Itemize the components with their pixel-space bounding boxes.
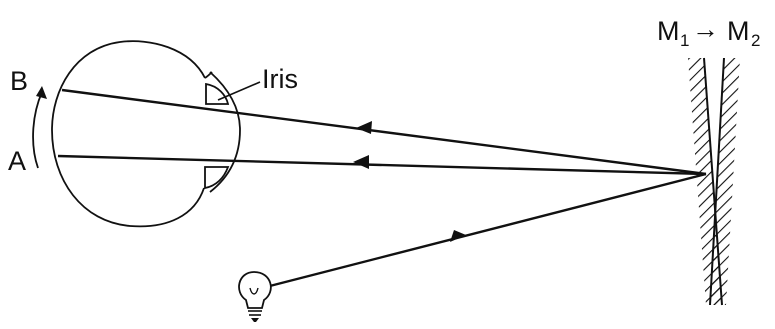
- ray-from-lamp: [261, 172, 707, 290]
- ray-arrow-icon: [353, 155, 369, 169]
- ray-to-a: [57, 154, 707, 176]
- ray-arrow-icon: [356, 121, 372, 134]
- label-iris: Iris: [262, 64, 298, 94]
- mirror-m2: [709, 57, 740, 306]
- label-arrow: →: [692, 14, 719, 44]
- label-m2-subscript: 2: [751, 31, 760, 50]
- iris-lower: [204, 166, 230, 190]
- label-m1-subscript: 1: [680, 31, 689, 50]
- label-a: A: [8, 146, 26, 176]
- curved-arrow-icon: [32, 86, 47, 169]
- ray-to-b: [61, 88, 707, 176]
- eyeball: [51, 40, 241, 228]
- light-bulb-icon: [238, 271, 272, 322]
- label-m2: M: [727, 16, 750, 46]
- label-m1: M: [657, 16, 680, 46]
- ray-arrow-icon: [450, 230, 466, 242]
- label-b: B: [10, 66, 28, 96]
- iris-upper: [205, 82, 230, 105]
- iris-leader-line: [217, 81, 261, 101]
